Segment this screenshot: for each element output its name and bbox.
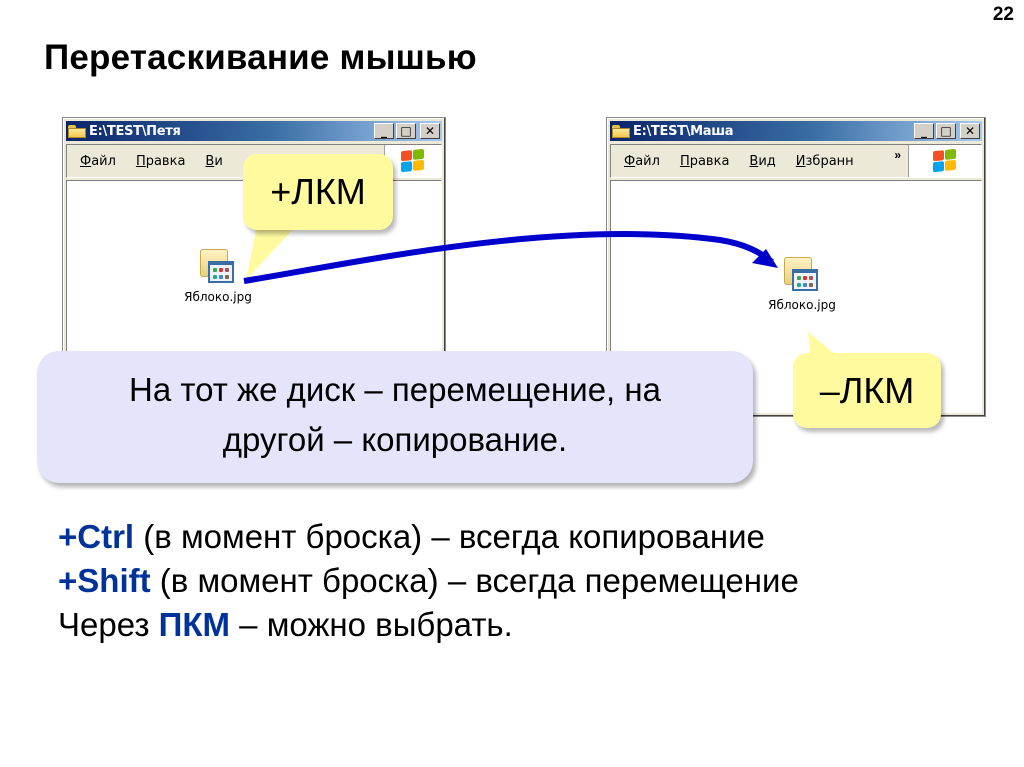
- rule-ctrl: +Ctrl (в момент броска) – всегда копиров…: [58, 518, 765, 555]
- window-title: E:\TEST\Маша: [633, 123, 734, 139]
- title-bar[interactable]: E:\TEST\Петя _ □ ✕: [66, 121, 442, 141]
- release-lmb-callout: –ЛКМ: [793, 353, 941, 428]
- windows-logo-box: [908, 145, 981, 177]
- minimize-button[interactable]: _: [374, 123, 394, 139]
- image-folder-icon: [198, 247, 238, 287]
- title-bar[interactable]: E:\TEST\Маша _ □ ✕: [610, 121, 982, 141]
- menu-file[interactable]: Файл: [624, 153, 660, 169]
- menu-view[interactable]: Ви: [205, 153, 223, 169]
- window-title: E:\TEST\Петя: [89, 123, 181, 139]
- maximize-button[interactable]: □: [396, 123, 416, 139]
- page-number: 22: [992, 4, 1014, 25]
- maximize-button[interactable]: □: [936, 123, 956, 139]
- close-button[interactable]: ✕: [420, 123, 440, 139]
- menu-view[interactable]: Вид: [749, 153, 776, 169]
- note-callout: На тот же диск – перемещение, на другой …: [37, 351, 753, 483]
- menu-file[interactable]: Файл: [80, 153, 116, 169]
- menu-edit[interactable]: Правка: [679, 153, 730, 169]
- file-item[interactable]: Яблоко.jpg: [163, 247, 273, 304]
- menu-bar: Файл Правка Вид Избранн »: [610, 144, 982, 178]
- key-rmb: ПКМ: [158, 606, 230, 643]
- menu-edit[interactable]: Правка: [135, 153, 186, 169]
- arrow-head-icon: [752, 249, 778, 268]
- minimize-button[interactable]: _: [914, 123, 934, 139]
- modifier-rules: +Ctrl (в момент броска) – всегда копиров…: [58, 515, 799, 647]
- key-ctrl: +Ctrl: [58, 518, 135, 555]
- close-button[interactable]: ✕: [960, 123, 980, 139]
- key-shift: +Shift: [58, 562, 151, 599]
- menu-favorites[interactable]: Избранн: [795, 153, 854, 169]
- press-callout-tail: [246, 220, 300, 280]
- rule-shift: +Shift (в момент броска) – всегда переме…: [58, 562, 799, 599]
- rule-rmb: Через ПКМ – можно выбрать.: [58, 606, 513, 643]
- slide-title: Перетаскивание мышью: [44, 38, 477, 77]
- image-folder-icon: [782, 255, 822, 295]
- file-name: Яблоко.jpg: [768, 298, 836, 312]
- press-lmb-callout: +ЛКМ: [243, 154, 393, 230]
- folder-icon: [68, 124, 86, 138]
- file-item[interactable]: Яблоко.jpg: [747, 255, 857, 312]
- menu-overflow-chevron[interactable]: »: [894, 148, 901, 162]
- file-name: Яблоко.jpg: [184, 290, 252, 304]
- folder-icon: [612, 124, 630, 138]
